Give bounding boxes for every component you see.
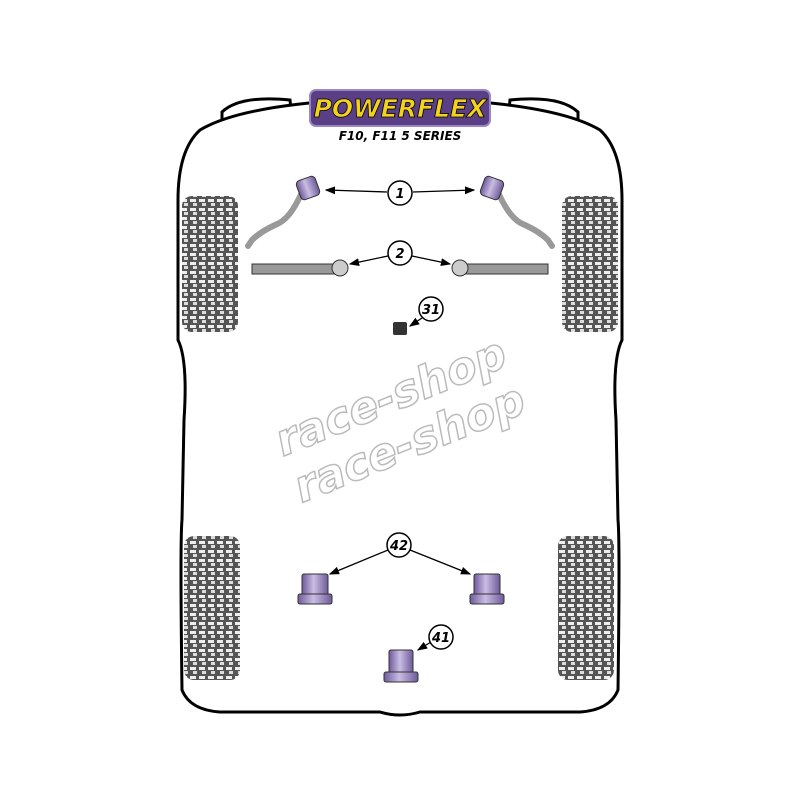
svg-text:2: 2 [395, 247, 404, 262]
wheel-front-left [182, 196, 238, 332]
front-anti-roll-bar-left [245, 175, 321, 249]
svg-text:1: 1 [395, 187, 404, 202]
svg-text:31: 31 [422, 303, 440, 318]
callout-31: 31 [418, 296, 444, 322]
bushing-41 [383, 649, 419, 683]
logo-text: POWERFLEX [314, 94, 489, 123]
callout-arrows [324, 186, 476, 651]
callout-2: 2 [387, 240, 413, 266]
front-arm-right [451, 259, 549, 277]
wheel-rear-right [558, 536, 614, 680]
callout-41: 41 [428, 624, 454, 650]
bushing-31 [393, 322, 407, 335]
bushing-42-right [469, 573, 505, 605]
svg-text:41: 41 [431, 631, 450, 646]
bushing-42-left [297, 573, 333, 605]
front-arm-left [251, 259, 349, 277]
callout-42: 42 [386, 532, 412, 558]
car-body-outline [176, 96, 624, 717]
powerflex-logo: POWERFLEX [309, 89, 491, 127]
model-subtitle: F10, F11 5 SERIES [339, 129, 462, 143]
wheel-front-right [562, 196, 618, 332]
front-anti-roll-bar-right [479, 175, 555, 249]
svg-text:42: 42 [389, 539, 408, 554]
callout-1: 1 [387, 180, 413, 206]
wheel-rear-left [184, 536, 240, 680]
